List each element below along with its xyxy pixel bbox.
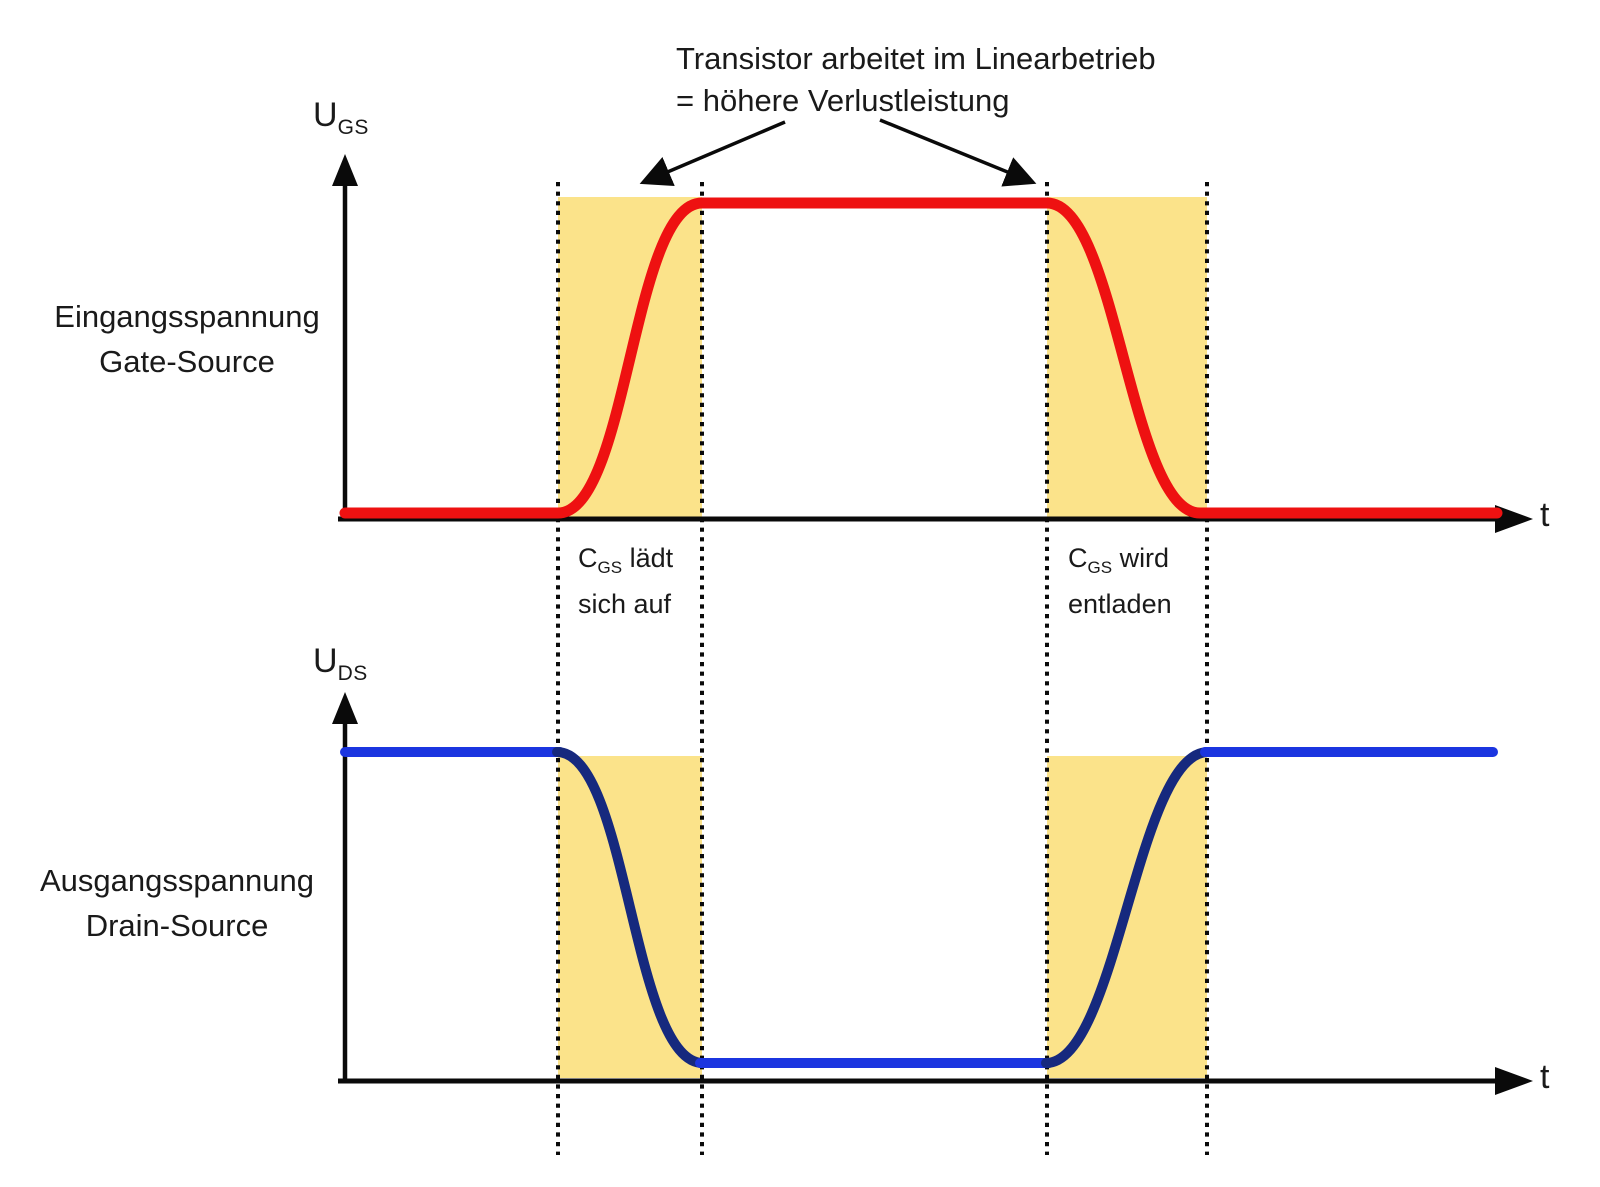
top-y-axis-label-main: U (313, 96, 338, 134)
uds-waveform-falling-edge (552, 747, 708, 1068)
bottom-y-axis-label-sub: DS (337, 662, 368, 685)
cgs-charge-symbol-sub: GS (597, 558, 623, 577)
bottom-x-axis-arrowhead-icon (1495, 1067, 1533, 1095)
annotation-title: Transistor arbeitet im Linearbetrieb = h… (676, 38, 1156, 122)
top-x-axis-label: t (1540, 496, 1550, 534)
top-chart-side-label-line2: Gate-Source (99, 344, 275, 379)
annotation-title-line2: = höhere Verlustleistung (676, 83, 1010, 118)
cgs-discharge-symbol-sub: GS (1087, 558, 1113, 577)
cgs-charge-label: CGS lädt sich auf (578, 540, 673, 623)
top-chart-side-label: Eingangsspannung Gate-Source (22, 294, 352, 384)
uds-waveform-rising-edge (1041, 747, 1213, 1068)
annotation-arrow-right-icon (879, 118, 1037, 187)
cgs-charge-line2: sich auf (578, 589, 672, 619)
cgs-discharge-line2: entladen (1068, 589, 1172, 619)
annotation-title-line1: Transistor arbeitet im Linearbetrieb (676, 41, 1156, 76)
cgs-discharge-post: wird (1112, 543, 1170, 573)
top-y-axis-arrowhead-icon (332, 154, 358, 186)
top-chart-side-label-line1: Eingangsspannung (54, 299, 320, 334)
bottom-chart-side-label-line1: Ausgangsspannung (39, 863, 315, 898)
ugs-waveform (339, 197, 1503, 519)
top-y-axis-label-sub: GS (337, 116, 369, 139)
cgs-discharge-label: CGS wird entladen (1068, 540, 1172, 623)
cgs-discharge-symbol: C (1068, 543, 1088, 573)
annotation-arrow-left-icon (639, 120, 786, 187)
top-y-axis-label: UGS (313, 96, 369, 140)
cgs-charge-symbol: C (578, 543, 598, 573)
bottom-y-axis-label-main: U (313, 642, 338, 680)
bottom-y-axis-arrowhead-icon (332, 692, 358, 724)
bottom-chart-side-label-line2: Drain-Source (85, 908, 269, 943)
cgs-charge-post: lädt (622, 543, 674, 573)
top-x-axis-arrowhead-icon (1495, 505, 1533, 533)
bottom-chart-side-label: Ausgangsspannung Drain-Source (12, 858, 342, 948)
bottom-y-axis-label: UDS (313, 642, 368, 686)
bottom-x-axis-label: t (1540, 1058, 1550, 1096)
